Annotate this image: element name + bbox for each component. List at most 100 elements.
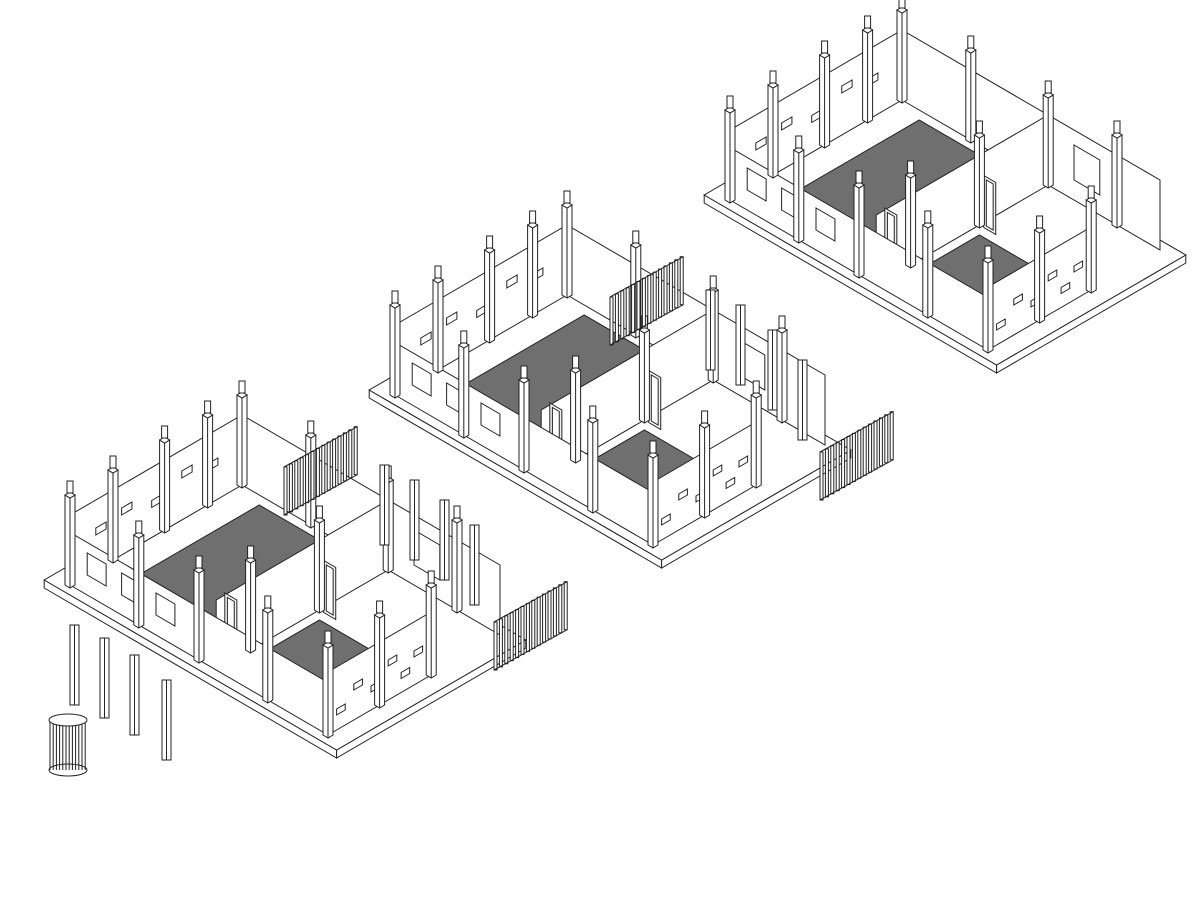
fence-slat bbox=[830, 445, 835, 495]
freestanding-column bbox=[735, 304, 746, 386]
fence-slat bbox=[631, 284, 636, 334]
window bbox=[1060, 281, 1071, 295]
fence-slat bbox=[498, 618, 503, 668]
freestanding-column bbox=[69, 624, 80, 706]
building-module bbox=[368, 190, 852, 569]
freestanding-column bbox=[379, 464, 390, 546]
fence-panel bbox=[493, 581, 568, 671]
freestanding-column bbox=[161, 679, 172, 761]
fence-slat bbox=[558, 584, 563, 634]
column bbox=[561, 190, 573, 299]
column bbox=[750, 380, 763, 489]
fence-slat bbox=[846, 436, 851, 485]
building-module bbox=[43, 380, 527, 759]
fence-slat bbox=[625, 287, 630, 337]
window bbox=[95, 521, 107, 536]
window bbox=[841, 79, 853, 94]
column bbox=[64, 480, 76, 589]
fence-slat bbox=[873, 420, 878, 470]
column bbox=[724, 95, 736, 204]
window bbox=[815, 207, 836, 242]
column bbox=[518, 365, 530, 474]
fence-slat bbox=[563, 581, 568, 631]
fence-slat bbox=[658, 268, 663, 318]
column bbox=[569, 355, 582, 464]
window bbox=[387, 654, 398, 667]
fence-slat bbox=[353, 426, 358, 476]
window bbox=[413, 645, 424, 658]
column bbox=[244, 545, 257, 654]
window bbox=[712, 464, 723, 477]
fence-slat bbox=[542, 593, 547, 643]
column bbox=[1042, 80, 1055, 189]
window bbox=[155, 592, 176, 627]
column bbox=[904, 160, 917, 269]
column bbox=[322, 630, 334, 739]
fence-slat bbox=[552, 587, 557, 637]
fence-slat bbox=[348, 429, 353, 479]
window bbox=[725, 476, 736, 490]
fence-slat bbox=[652, 271, 657, 321]
fence-panel bbox=[283, 426, 358, 516]
fence-panel bbox=[819, 411, 894, 501]
fence-slat bbox=[636, 281, 641, 330]
fence-slat bbox=[525, 602, 530, 652]
fence-slat bbox=[547, 590, 552, 640]
column bbox=[158, 425, 171, 534]
window bbox=[996, 318, 1006, 331]
freestanding-column bbox=[99, 637, 110, 719]
fence-slat bbox=[889, 411, 894, 461]
column bbox=[107, 455, 119, 564]
fence-slat bbox=[857, 429, 862, 479]
building-modules bbox=[43, 0, 1187, 759]
window bbox=[353, 678, 363, 691]
column bbox=[457, 330, 470, 439]
column bbox=[698, 410, 711, 519]
building-module bbox=[703, 0, 1187, 374]
column bbox=[586, 405, 599, 514]
window bbox=[411, 362, 432, 397]
window bbox=[661, 513, 671, 526]
fence-slat bbox=[835, 442, 840, 492]
door-panel bbox=[325, 564, 334, 616]
fence-slat bbox=[321, 444, 326, 494]
fence-slat bbox=[310, 451, 315, 500]
window bbox=[420, 331, 432, 346]
freestanding-column bbox=[767, 329, 778, 411]
fence-slat bbox=[337, 435, 342, 485]
fence-slat bbox=[288, 463, 293, 513]
window bbox=[1013, 293, 1023, 306]
window bbox=[678, 488, 688, 501]
fence-slat bbox=[515, 609, 520, 659]
column bbox=[921, 210, 934, 319]
column bbox=[896, 0, 908, 104]
fence-slat bbox=[294, 460, 299, 510]
column bbox=[1033, 215, 1046, 324]
fence-slat bbox=[342, 432, 347, 482]
fence-slat bbox=[531, 599, 536, 649]
column bbox=[973, 120, 986, 229]
window bbox=[746, 167, 767, 202]
fence-slat bbox=[536, 596, 541, 646]
fence-slat bbox=[868, 423, 873, 473]
freestanding-column bbox=[797, 359, 808, 441]
column bbox=[425, 570, 438, 679]
fence-slat bbox=[862, 426, 867, 476]
column bbox=[853, 170, 865, 279]
column bbox=[767, 70, 779, 179]
column bbox=[373, 600, 386, 709]
window bbox=[738, 455, 749, 468]
column bbox=[1111, 120, 1123, 229]
fence-slat bbox=[851, 432, 856, 482]
window bbox=[1047, 269, 1058, 282]
column bbox=[236, 380, 248, 489]
column bbox=[792, 135, 805, 244]
fence-slat bbox=[299, 457, 304, 507]
door-panel bbox=[985, 179, 994, 231]
column bbox=[132, 520, 145, 629]
column bbox=[647, 440, 659, 549]
window bbox=[1073, 260, 1084, 273]
column bbox=[451, 505, 463, 614]
fence-slat bbox=[614, 293, 619, 343]
fence-slat bbox=[620, 290, 625, 340]
